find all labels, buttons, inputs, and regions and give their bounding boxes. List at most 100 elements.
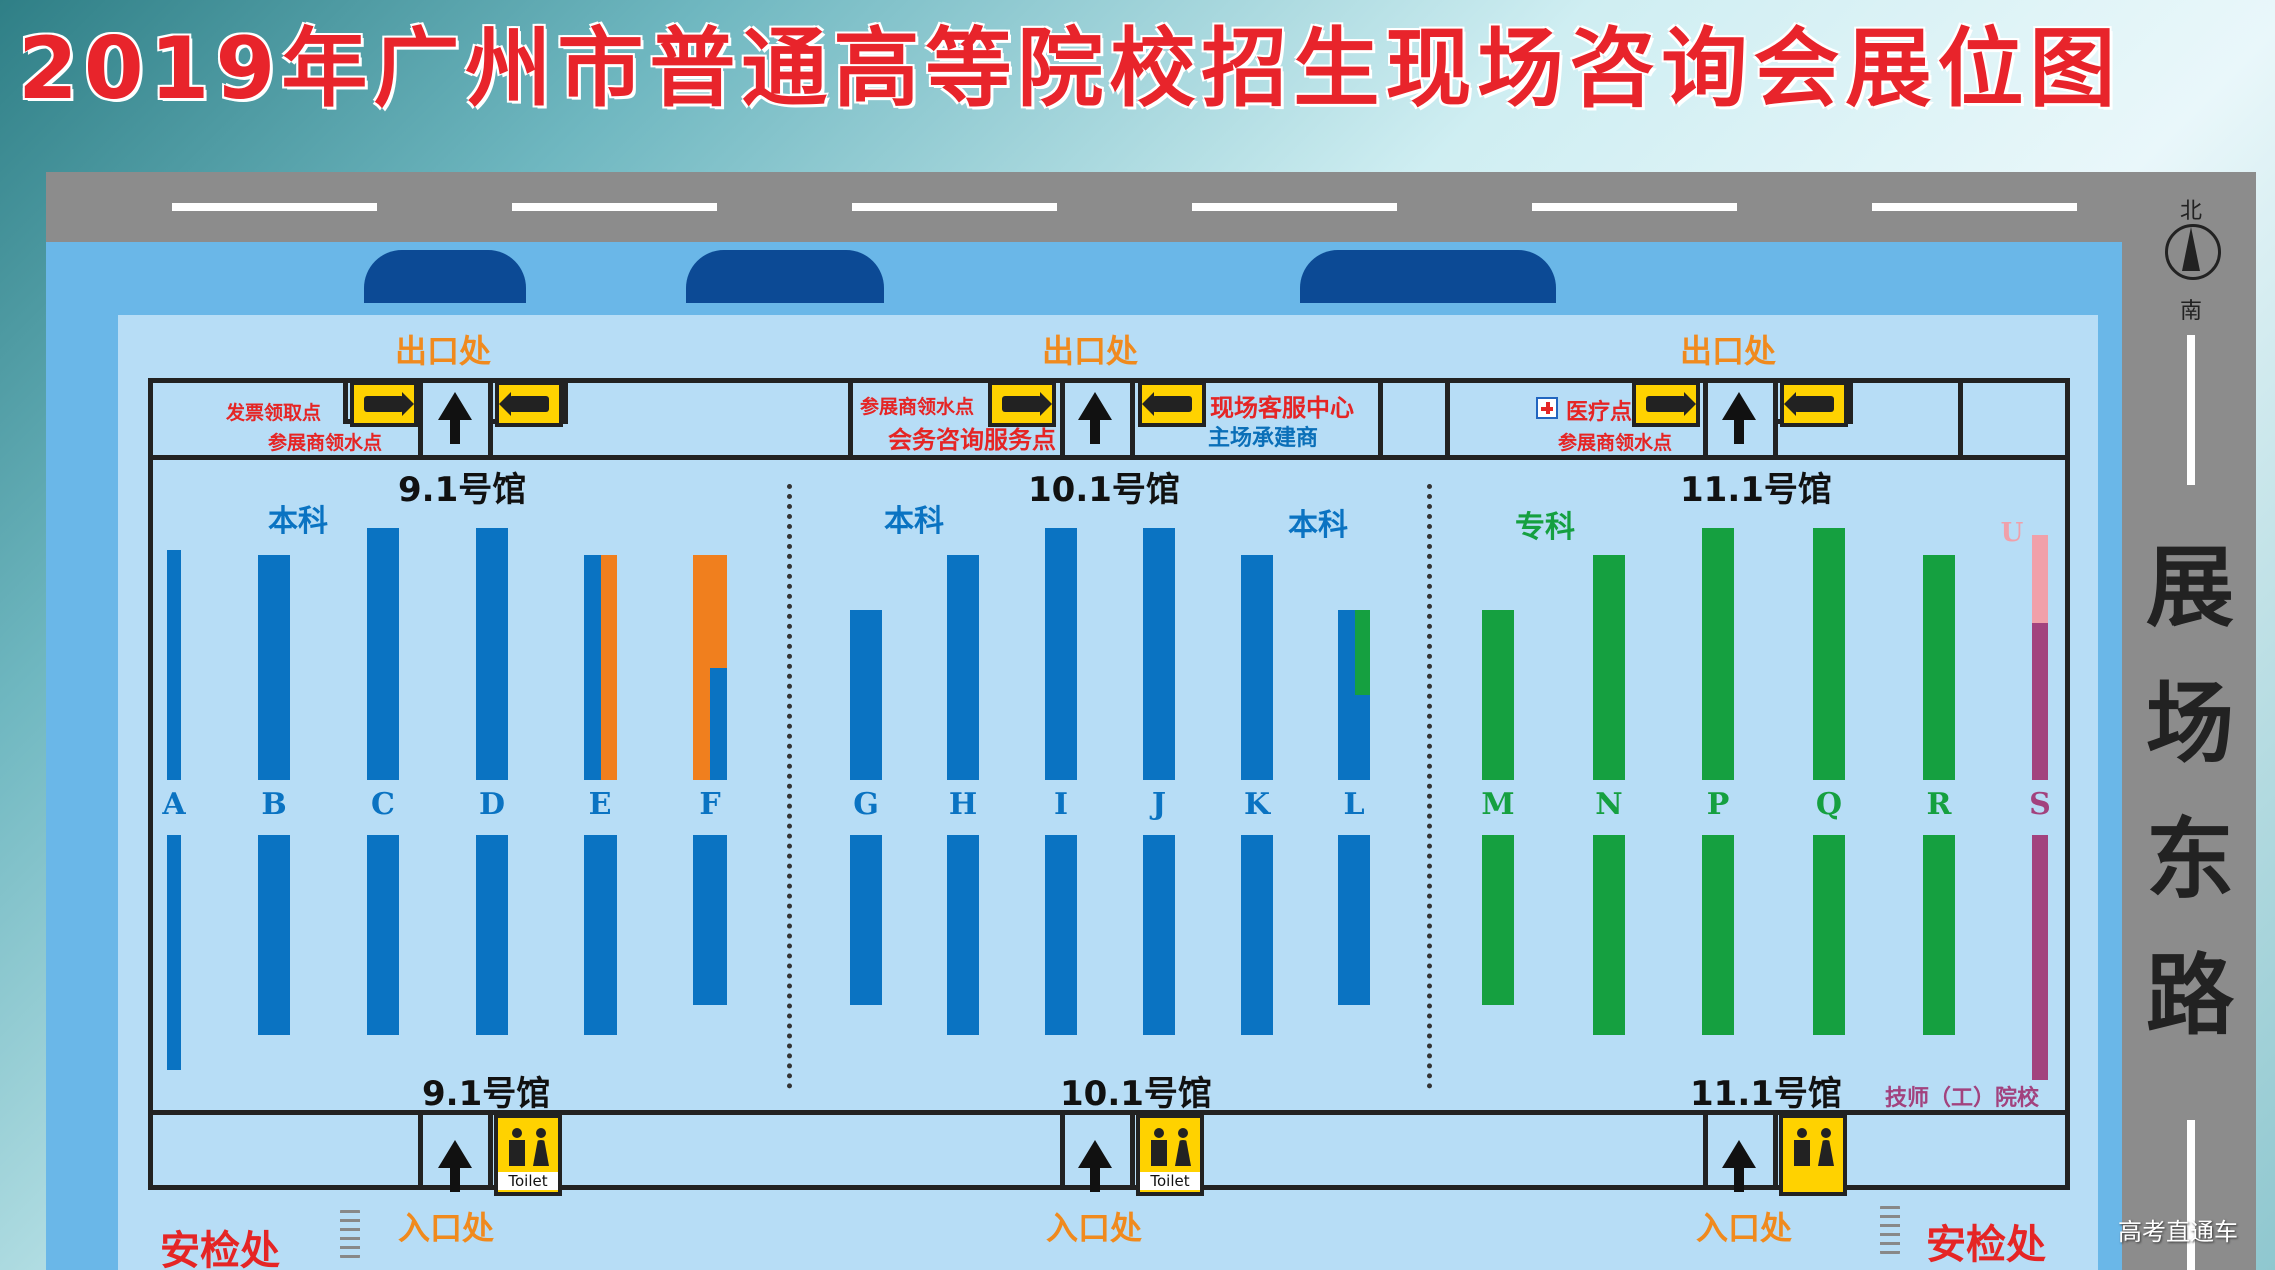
booth-row-I-lower bbox=[1045, 835, 1077, 1035]
wall bbox=[148, 455, 2070, 460]
hall-divider bbox=[1427, 484, 1432, 1089]
row-letter: K bbox=[1243, 787, 1271, 822]
service-booth bbox=[1378, 378, 1450, 460]
watermark: 高考直通车 bbox=[2118, 1218, 2238, 1246]
road-marking bbox=[2187, 1120, 2195, 1270]
hall-name-9: 9.1号馆 bbox=[422, 1074, 551, 1114]
booth-row-A-upper bbox=[167, 550, 181, 780]
booth-row-M-upper bbox=[1482, 610, 1514, 780]
road-marking bbox=[2187, 335, 2195, 485]
row-letter: L bbox=[1343, 787, 1365, 822]
booth-row-H-lower bbox=[947, 835, 979, 1035]
water-point-label: 参展商领水点 bbox=[1558, 432, 1673, 454]
hall-divider bbox=[787, 484, 792, 1089]
direction-sign-icon bbox=[1138, 381, 1206, 427]
booth-row-U bbox=[2032, 535, 2048, 623]
exit-canopy bbox=[686, 250, 884, 303]
section-label-jishi: 技师（工）院校 bbox=[1885, 1086, 2040, 1111]
road-marking bbox=[512, 203, 717, 211]
entrance-label: 入口处 bbox=[1696, 1209, 1793, 1247]
wall bbox=[148, 378, 2070, 383]
hall-name-10: 10.1号馆 bbox=[1060, 1074, 1212, 1114]
row-letter: D bbox=[478, 787, 505, 822]
booth-row-L-lower bbox=[1338, 835, 1370, 1005]
wall bbox=[148, 1110, 2070, 1115]
booth-row-Q-lower bbox=[1813, 835, 1845, 1035]
toilet-icon bbox=[1779, 1114, 1847, 1196]
row-letter: H bbox=[948, 787, 978, 822]
wall bbox=[148, 1185, 2070, 1190]
booth-row-J-lower bbox=[1143, 835, 1175, 1035]
exit-label: 出口处 bbox=[1042, 332, 1139, 370]
toilet-icon: Toilet bbox=[494, 1114, 562, 1196]
booth-row-E-lower bbox=[584, 835, 617, 1035]
booth-row-G-lower bbox=[850, 835, 882, 1005]
exit-canopy bbox=[1300, 250, 1556, 303]
booth-row-F-lower bbox=[693, 835, 727, 1005]
booth-row-E-extra bbox=[601, 555, 617, 780]
row-letter: U bbox=[2000, 518, 2024, 548]
booth-row-P-upper bbox=[1702, 528, 1734, 780]
direction-sign-icon bbox=[988, 381, 1056, 427]
wall bbox=[148, 378, 153, 1190]
water-point-label: 参展商领水点 bbox=[268, 432, 383, 454]
direction-sign-icon bbox=[1780, 381, 1848, 427]
row-letter: C bbox=[371, 787, 395, 822]
booth-row-N-upper bbox=[1593, 555, 1625, 780]
section-label-benke: 本科 bbox=[884, 504, 944, 539]
row-letter: S bbox=[2029, 787, 2051, 822]
booth-row-P-lower bbox=[1702, 835, 1734, 1035]
page-title: 2019年广州市普通高等院校招生现场咨询会展位图 bbox=[18, 19, 2122, 119]
booth-row-B-upper bbox=[258, 555, 290, 780]
booth-row-S-lower bbox=[2032, 835, 2048, 1080]
entrance-label: 入口处 bbox=[1046, 1209, 1143, 1247]
ticket-point-label: 发票领取点 bbox=[226, 402, 322, 424]
road-name: 展场东路 bbox=[2145, 536, 2234, 1047]
exit-canopy bbox=[364, 250, 526, 303]
compass-ring bbox=[2165, 224, 2221, 280]
booth-row-C-upper bbox=[367, 528, 399, 780]
medical-cross-icon bbox=[1536, 397, 1558, 419]
compass-north: 北 bbox=[2179, 199, 2202, 224]
row-letter: I bbox=[1053, 787, 1069, 822]
entrance-booth bbox=[148, 1110, 423, 1190]
compass-needle-icon bbox=[2182, 227, 2200, 271]
booth-row-K-lower bbox=[1241, 835, 1273, 1035]
entrance-booth bbox=[488, 1110, 1065, 1190]
booth-row-R-lower bbox=[1923, 835, 1955, 1035]
row-letter: G bbox=[853, 787, 879, 822]
direction-sign-icon bbox=[495, 381, 563, 427]
booth-row-G-upper bbox=[850, 610, 882, 780]
contractor-label: 主场承建商 bbox=[1208, 426, 1319, 451]
row-letter: Q bbox=[1815, 787, 1843, 822]
row-letter: A bbox=[162, 787, 186, 822]
row-letter: B bbox=[261, 787, 287, 822]
booth-row-Q-upper bbox=[1813, 528, 1845, 780]
row-letter: E bbox=[588, 787, 612, 822]
exit-label: 出口处 bbox=[1680, 332, 1777, 370]
row-letter: R bbox=[1926, 787, 1952, 822]
wall bbox=[2065, 378, 2070, 1190]
booth-row-K-upper bbox=[1241, 555, 1273, 780]
entrance-label: 入口处 bbox=[398, 1209, 495, 1247]
hall-name-9: 9.1号馆 bbox=[398, 470, 527, 510]
section-label-benke: 本科 bbox=[268, 504, 328, 539]
booth-row-F-lower-part bbox=[710, 668, 727, 780]
row-letter: N bbox=[1595, 787, 1623, 822]
consult-point-label: 会务咨询服务点 bbox=[888, 426, 1056, 454]
hall-name-11: 11.1号馆 bbox=[1690, 1074, 1842, 1114]
section-label-zhuanke: 专科 bbox=[1515, 510, 1575, 545]
exit-label: 出口处 bbox=[395, 332, 492, 370]
booth-row-D-lower bbox=[476, 835, 508, 1035]
row-letter: P bbox=[1706, 787, 1730, 822]
row-letter: M bbox=[1481, 787, 1515, 822]
booth-row-A-lower bbox=[167, 835, 181, 1070]
queue-barrier-icon bbox=[340, 1204, 360, 1264]
entrance-booth bbox=[1130, 1110, 1708, 1190]
booth-row-I-upper bbox=[1045, 528, 1077, 780]
compass: 北 南 bbox=[2160, 193, 2222, 324]
compass-south: 南 bbox=[2179, 299, 2202, 324]
booth-row-L-extra bbox=[1355, 610, 1370, 695]
booth-row-B-lower bbox=[258, 835, 290, 1035]
